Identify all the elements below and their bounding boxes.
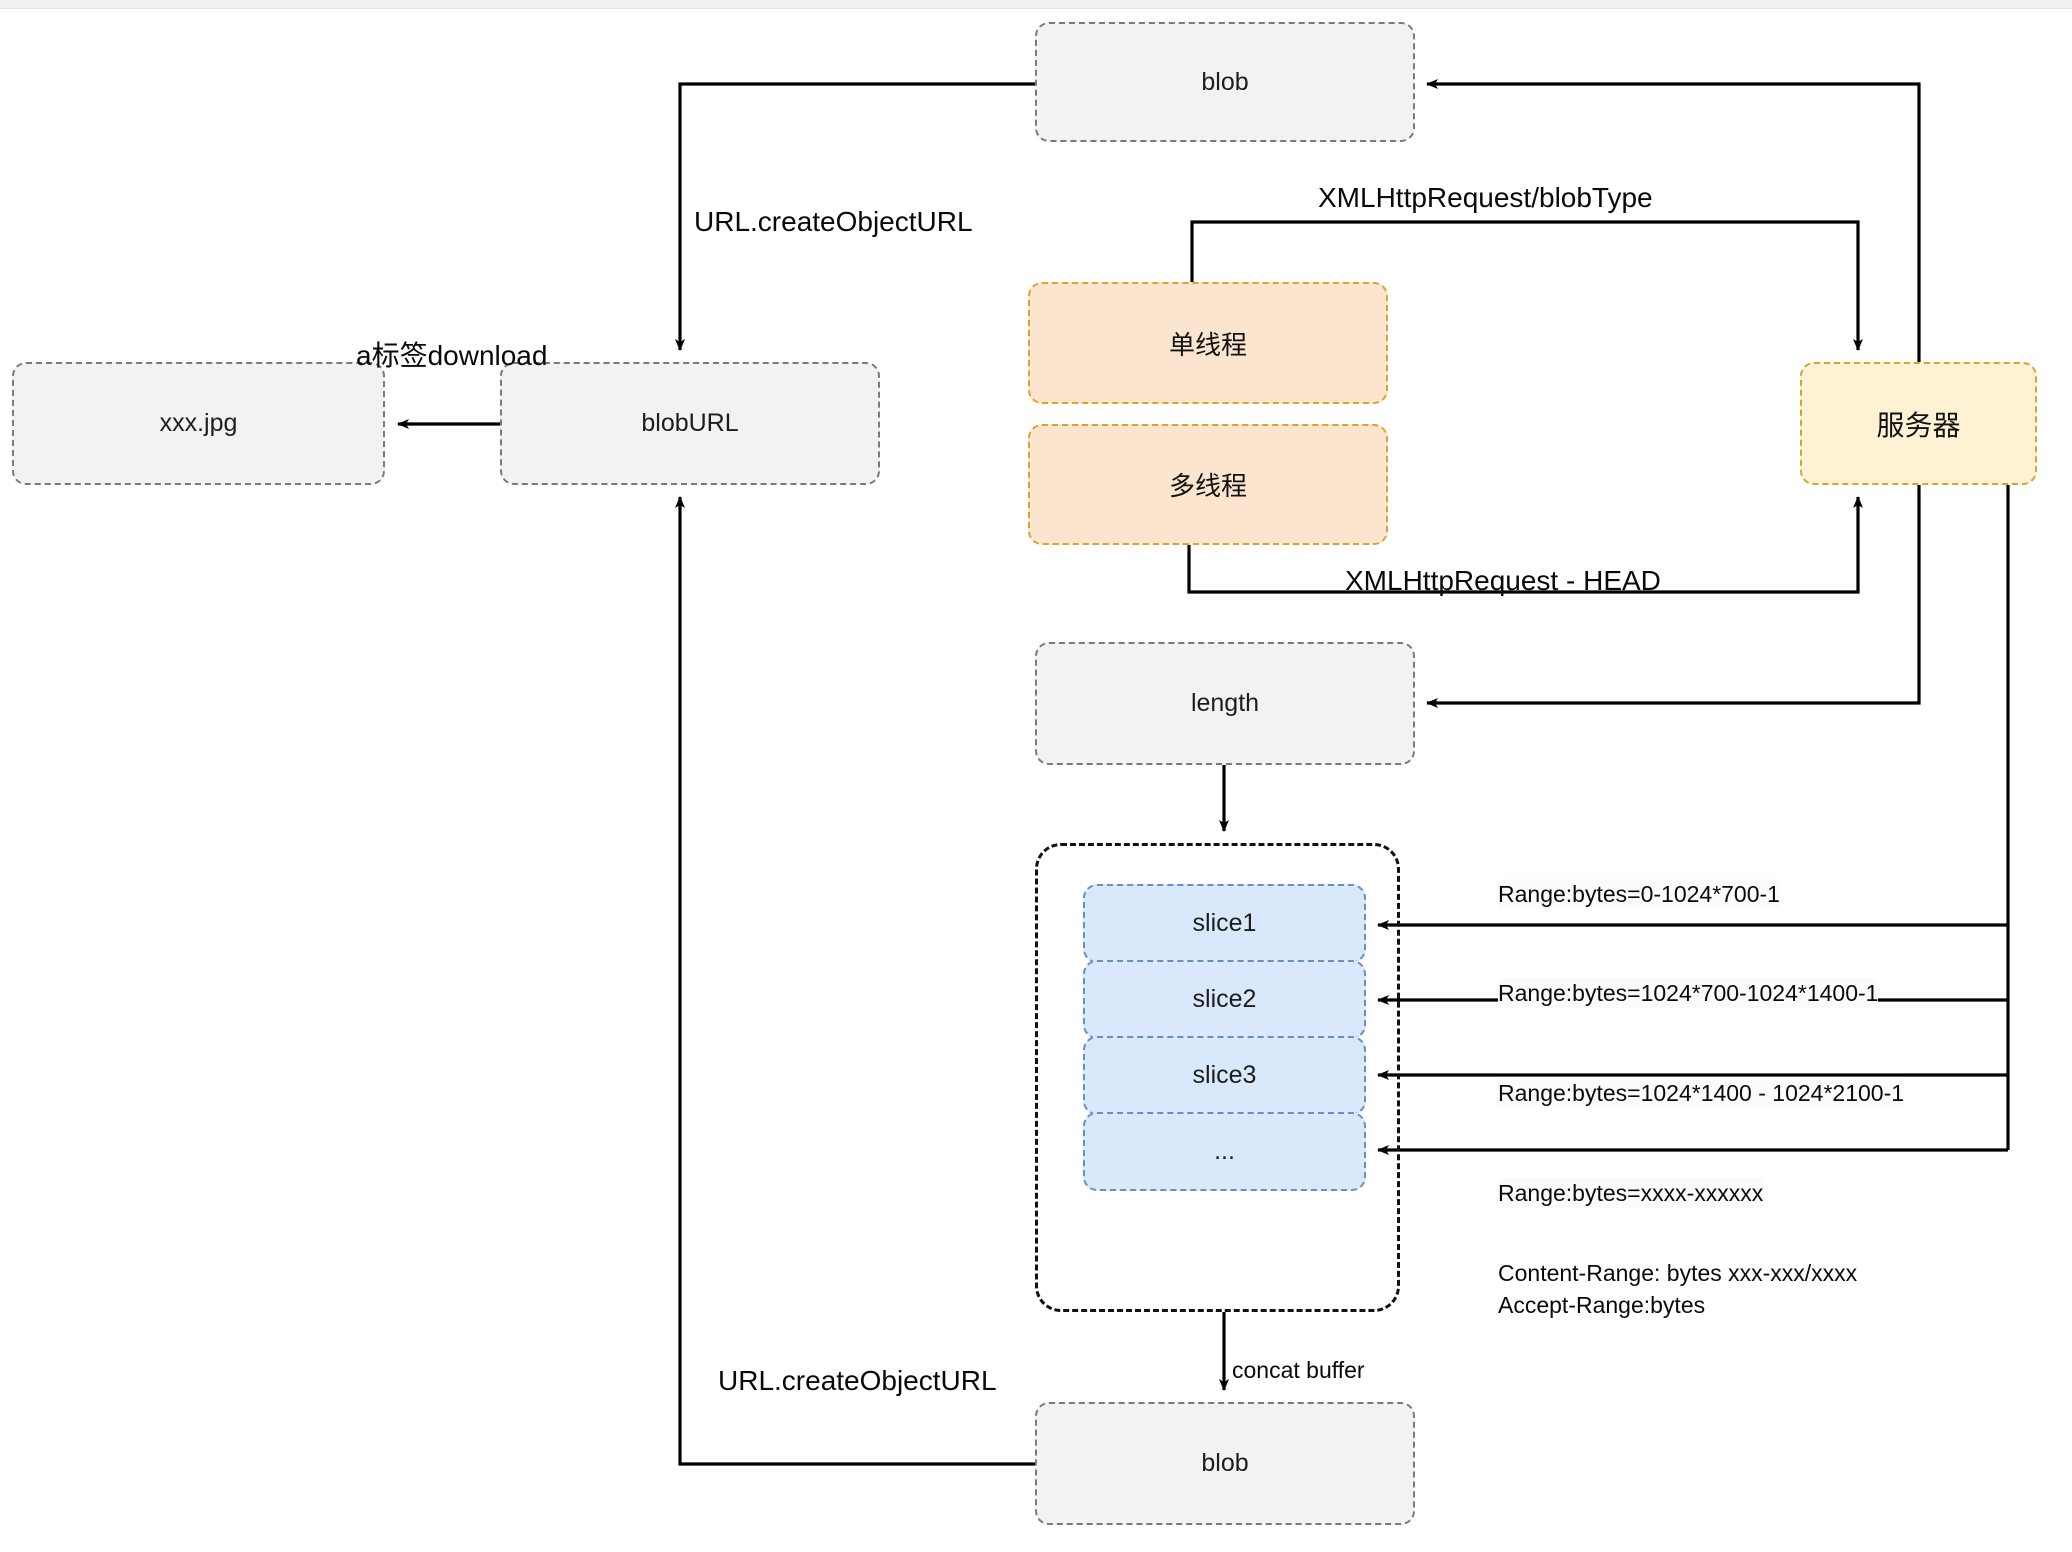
node-length-label: length: [1190, 689, 1260, 717]
edge-range1: [1377, 485, 2010, 930]
edge-xhr-head: [1187, 496, 1863, 594]
node-slice3-label: slice3: [1192, 1061, 1257, 1089]
label-concat-buffer: concat buffer: [1232, 1357, 1365, 1383]
edge-server-to-length: [1426, 485, 1921, 708]
slices-container: [1035, 843, 1400, 1312]
node-slice2[interactable]: slice2: [1083, 960, 1366, 1039]
node-single-thread[interactable]: 单线程: [1028, 282, 1388, 404]
node-server[interactable]: 服务器: [1800, 362, 2037, 485]
label-range-4: Range:bytes=xxxx-xxxxxx: [1498, 1178, 1764, 1209]
label-create-object-url-bottom: URL.createObjectURL: [718, 1365, 997, 1396]
node-slice3[interactable]: slice3: [1083, 1036, 1366, 1115]
node-length[interactable]: length: [1035, 642, 1415, 765]
edge-blob-bottom-to-bloburl: [675, 496, 1035, 1466]
node-slice2-label: slice2: [1192, 985, 1257, 1013]
label-a-tag-download: a标签download: [356, 340, 548, 371]
label-range-2: Range:bytes=1024*700-1024*1400-1: [1498, 978, 1879, 1009]
node-slice1-label: slice1: [1192, 909, 1257, 937]
label-create-object-url-top: URL.createObjectURL: [694, 206, 973, 237]
label-xhr-head: XMLHttpRequest - HEAD: [1345, 565, 1661, 596]
node-blob-top[interactable]: blob: [1035, 22, 1415, 142]
node-single-thread-label: 单线程: [1168, 329, 1247, 360]
node-multi-thread[interactable]: 多线程: [1028, 424, 1388, 545]
node-multi-thread-label: 多线程: [1168, 471, 1247, 501]
node-blob-url-label: blobURL: [641, 409, 739, 437]
node-slice1[interactable]: slice1: [1083, 884, 1366, 963]
node-slice-more[interactable]: ...: [1083, 1112, 1366, 1191]
window-top-bar: [0, 0, 2072, 9]
label-accept-range: Accept-Range:bytes: [1498, 1292, 1706, 1318]
edge-xhr-blobtype: [1190, 220, 1863, 351]
edge-blob-to-bloburl: [675, 82, 1035, 351]
node-blob-bottom[interactable]: blob: [1035, 1402, 1415, 1525]
node-blob-url[interactable]: blobURL: [500, 362, 880, 485]
node-file[interactable]: xxx.jpg: [12, 362, 385, 485]
edge-server-to-blob: [1426, 79, 1921, 362]
node-blob-top-label: blob: [1201, 67, 1249, 96]
label-content-range: Content-Range: bytes xxx-xxx/xxxx: [1498, 1260, 1858, 1286]
label-range-1: Range:bytes=0-1024*700-1: [1498, 879, 1780, 910]
node-slice-more-label: ...: [1214, 1137, 1235, 1165]
node-server-label: 服务器: [1876, 409, 1961, 441]
label-xhr-blob-type: XMLHttpRequest/blobType: [1318, 182, 1653, 213]
node-blob-bottom-label: blob: [1201, 1449, 1249, 1477]
label-range-3: Range:bytes=1024*1400 - 1024*2100-1: [1498, 1078, 1905, 1109]
node-file-label: xxx.jpg: [159, 409, 238, 437]
